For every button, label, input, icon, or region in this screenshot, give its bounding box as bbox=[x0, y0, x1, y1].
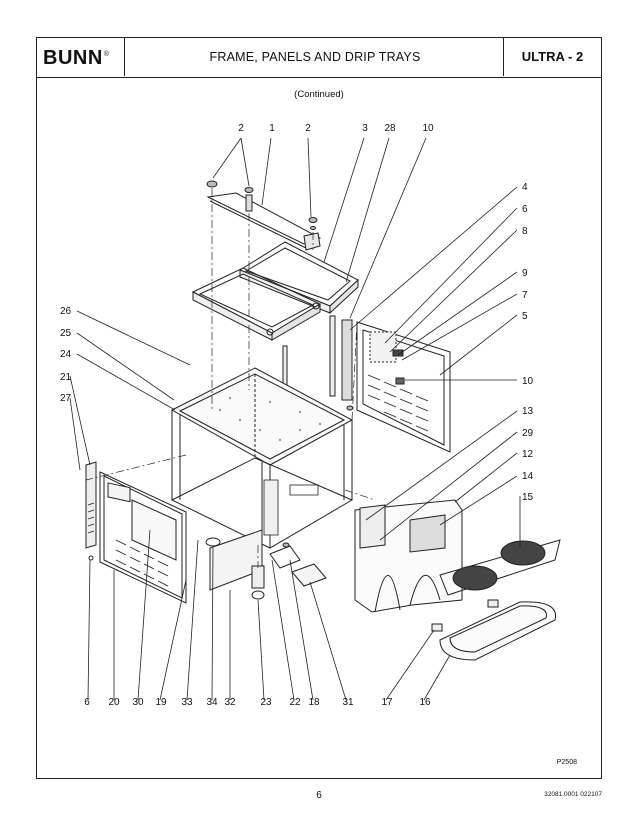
page-title: FRAME, PANELS AND DRIP TRAYS bbox=[209, 50, 421, 64]
figure-id: P2508 bbox=[556, 759, 577, 766]
callout-label: 17 bbox=[381, 697, 393, 708]
callout-label: 34 bbox=[206, 697, 218, 708]
callout-label: 27 bbox=[60, 393, 72, 404]
callout-label: 1 bbox=[269, 123, 275, 134]
callout-label: 4 bbox=[522, 182, 528, 193]
callout-label: 5 bbox=[522, 311, 528, 322]
callout-label: 26 bbox=[60, 306, 72, 317]
top-bracket bbox=[206, 192, 322, 251]
callout-label: 12 bbox=[522, 449, 534, 460]
main-frame bbox=[170, 367, 354, 549]
front-panel bbox=[99, 471, 187, 604]
callout-label: 24 bbox=[60, 349, 72, 360]
lower-drip-tray bbox=[191, 267, 322, 341]
continued-note: (Continued) bbox=[294, 89, 344, 100]
callout-label: 28 bbox=[384, 123, 396, 134]
callout-label: 8 bbox=[522, 226, 528, 237]
callout-label: 7 bbox=[522, 290, 528, 301]
logo-cell: BUNN® bbox=[37, 38, 125, 76]
callout-label: 19 bbox=[155, 697, 167, 708]
left-narrow-panel bbox=[85, 461, 97, 561]
logo-registered-mark: ® bbox=[103, 51, 110, 59]
callout-labels: 2 1 2 3 28 10 4 6 8 9 7 5 10 13 29 12 14… bbox=[60, 123, 534, 708]
callout-label: 10 bbox=[522, 376, 534, 387]
callout-label: 33 bbox=[181, 697, 193, 708]
callout-label: 10 bbox=[422, 123, 434, 134]
callout-label: 23 bbox=[260, 697, 272, 708]
callout-label: 21 bbox=[60, 372, 72, 383]
callout-label: 13 bbox=[522, 406, 534, 417]
alignment-lines bbox=[85, 188, 376, 568]
callout-label: 14 bbox=[522, 471, 534, 482]
callout-label: 15 bbox=[522, 492, 534, 503]
page-frame: BUNN® FRAME, PANELS AND DRIP TRAYS ULTRA… bbox=[36, 37, 602, 779]
callout-label: 9 bbox=[522, 268, 528, 279]
upper-drip-tray bbox=[238, 241, 359, 315]
right-side-panel bbox=[356, 321, 451, 453]
callout-label: 29 bbox=[522, 428, 534, 439]
leader-lines bbox=[69, 137, 521, 701]
callout-label: 18 bbox=[308, 697, 320, 708]
callout-label: 16 bbox=[419, 697, 431, 708]
drip-tray-assembly bbox=[354, 499, 561, 661]
header-bar: BUNN® FRAME, PANELS AND DRIP TRAYS ULTRA… bbox=[37, 38, 601, 78]
callout-label: 2 bbox=[305, 123, 311, 134]
callout-label: 31 bbox=[342, 697, 354, 708]
page-number: 6 bbox=[316, 790, 322, 801]
callout-label: 22 bbox=[289, 697, 301, 708]
callout-label: 6 bbox=[84, 697, 90, 708]
logo-text: BUNN bbox=[43, 47, 103, 69]
bunn-logo: BUNN® bbox=[43, 47, 109, 70]
callout-label: 25 bbox=[60, 328, 72, 339]
fastener-group bbox=[206, 180, 318, 230]
callout-label: 6 bbox=[522, 204, 528, 215]
callout-label: 2 bbox=[238, 123, 244, 134]
model-name: ULTRA - 2 bbox=[503, 38, 601, 76]
callout-label: 30 bbox=[132, 697, 144, 708]
doc-number: 32081.0001 022107 bbox=[544, 791, 602, 798]
bottom-parts bbox=[205, 529, 327, 600]
callout-label: 20 bbox=[108, 697, 120, 708]
callout-label: 3 bbox=[362, 123, 368, 134]
callout-label: 32 bbox=[224, 697, 236, 708]
